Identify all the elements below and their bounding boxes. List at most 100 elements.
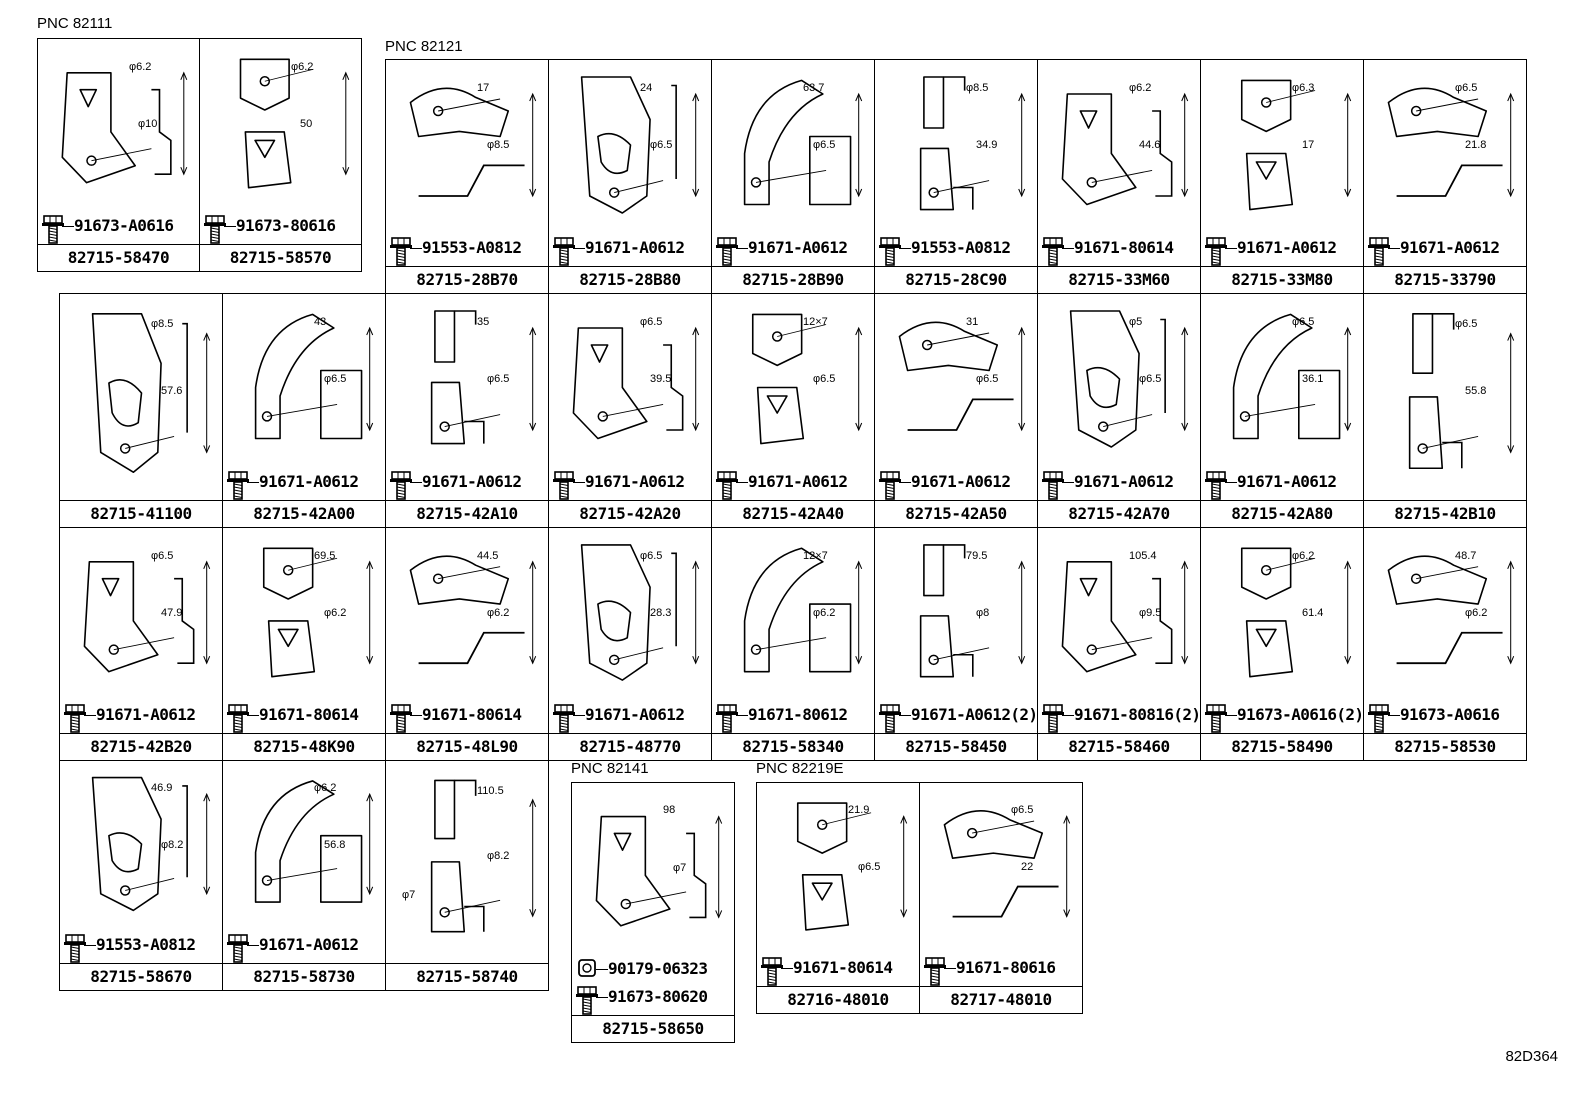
part-number[interactable]: 82715-58730 [223, 963, 385, 990]
fastener-number[interactable]: 91673-A0616 [74, 216, 174, 235]
fastener-number[interactable]: 91671-A0612 [96, 705, 196, 724]
fastener-number[interactable]: 91671-A0612 [1237, 472, 1337, 491]
fastener-number[interactable]: 91671-A0612 [585, 238, 685, 257]
fastener-number[interactable]: 91671-A0612 [422, 472, 522, 491]
fastener-number[interactable]: 91553-A0812 [911, 238, 1011, 257]
fastener-number[interactable]: 91671-80614 [793, 958, 893, 977]
fastener-number[interactable]: 91671-A0612 [259, 935, 359, 954]
fastener-number[interactable]: 91673-A0616(2) [1237, 705, 1364, 724]
fastener-number[interactable]: 91671-80614 [259, 705, 359, 724]
fastener-number[interactable]: 90179-06323 [608, 959, 708, 978]
part-number[interactable]: 82715-33790 [1364, 266, 1526, 293]
fastener-number[interactable]: 91553-A0812 [96, 935, 196, 954]
bracket-drawing [1061, 92, 1189, 206]
part-number[interactable]: 82715-42A00 [223, 500, 385, 527]
fastener-number[interactable]: 91553-A0812 [422, 238, 522, 257]
fastener-number[interactable]: 91671-A0612 [585, 472, 685, 491]
part-number[interactable]: 82715-28C90 [875, 266, 1037, 293]
fastener-number[interactable]: 91671-A0612(2) [911, 705, 1038, 724]
leader-line [1225, 248, 1237, 249]
part-number[interactable]: 82715-58460 [1038, 733, 1200, 760]
part-number[interactable]: 82715-58530 [1364, 733, 1526, 760]
part-number[interactable]: 82715-58470 [38, 244, 199, 271]
part-number[interactable]: 82715-58650 [572, 1015, 734, 1042]
fastener-number[interactable]: 91671-80614 [1074, 238, 1174, 257]
part-number[interactable]: 82716-48010 [757, 986, 919, 1013]
fastener-number[interactable]: 91671-A0612 [748, 472, 848, 491]
fastener-number[interactable]: 91673-80620 [608, 987, 708, 1006]
part-number[interactable]: 82715-48K90 [223, 733, 385, 760]
part-number[interactable]: 82715-58570 [200, 244, 361, 271]
fastener-number[interactable]: 91671-A0612 [1237, 238, 1337, 257]
fastener-number[interactable]: 91671-A0612 [585, 705, 685, 724]
fastener-number[interactable]: 91671-A0612 [748, 238, 848, 257]
part-number[interactable]: 82715-42A80 [1201, 500, 1363, 527]
part-number[interactable]: 82715-58450 [875, 733, 1037, 760]
part-number[interactable]: 82715-58490 [1201, 733, 1363, 760]
part-number[interactable]: 82715-33M60 [1038, 266, 1200, 293]
part-number[interactable]: 82715-48770 [549, 733, 711, 760]
part-number[interactable]: 82715-58340 [712, 733, 874, 760]
fastener-number[interactable]: 91671-80616 [956, 958, 1056, 977]
fastener-number[interactable]: 91671-A0612 [1074, 472, 1174, 491]
part-number[interactable]: 82715-33M80 [1201, 266, 1363, 293]
part-number[interactable]: 82715-42B10 [1364, 500, 1526, 527]
fastener-number[interactable]: 91671-A0612 [1400, 238, 1500, 257]
dimension-label: φ8.2 [487, 850, 510, 862]
part-number[interactable]: 82715-28B70 [386, 266, 548, 293]
part-number[interactable]: 82715-42A50 [875, 500, 1037, 527]
fastener-number[interactable]: 91671-A0612 [911, 472, 1011, 491]
part-number[interactable]: 82715-28B80 [549, 266, 711, 293]
part-number[interactable]: 82715-41100 [60, 500, 222, 527]
part-number[interactable]: 82715-42B20 [60, 733, 222, 760]
part-number[interactable]: 82715-58740 [386, 963, 548, 990]
fastener-number[interactable]: 91673-80616 [236, 216, 336, 235]
part-number[interactable]: 82715-48L90 [386, 733, 548, 760]
fastener-number[interactable]: 91673-A0616 [1400, 705, 1500, 724]
fastener-number[interactable]: 91671-80612 [748, 705, 848, 724]
part-number[interactable]: 82715-42A20 [549, 500, 711, 527]
part-number[interactable]: 82715-42A10 [386, 500, 548, 527]
fastener-number[interactable]: 91671-80614 [422, 705, 522, 724]
fastener-number[interactable]: 91671-80816(2) [1074, 705, 1201, 724]
part-number[interactable]: 82715-42A40 [712, 500, 874, 527]
part-number[interactable]: 82715-28B90 [712, 266, 874, 293]
part-number[interactable]: 82717-48010 [920, 986, 1082, 1013]
part-number[interactable]: 82715-58670 [60, 963, 222, 990]
part-number[interactable]: 82715-42A70 [1038, 500, 1200, 527]
fastener-number[interactable]: 91671-A0612 [259, 472, 359, 491]
